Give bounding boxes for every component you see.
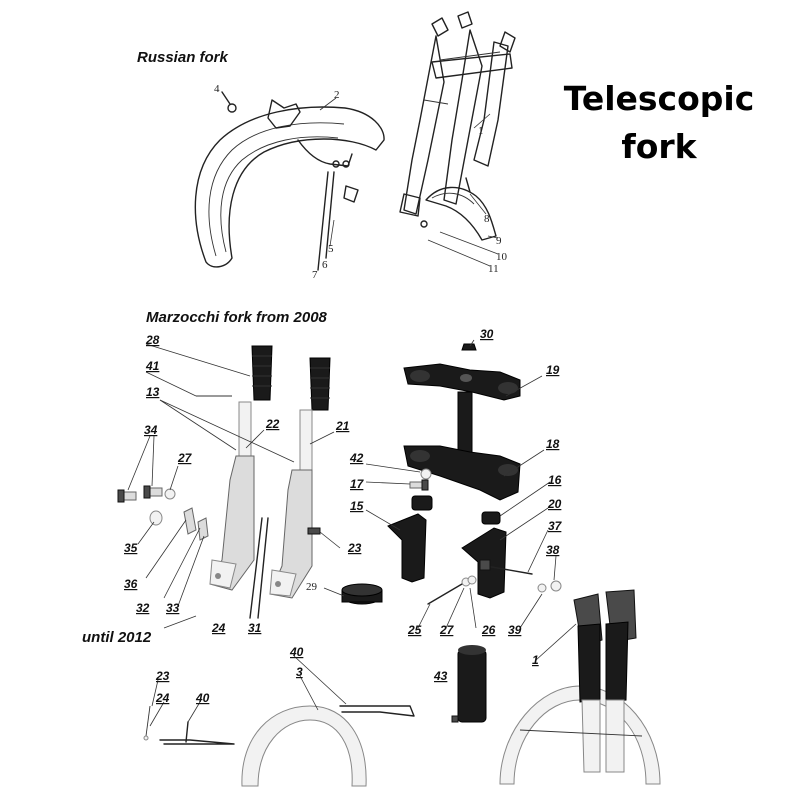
label-mz-28: 28 [145, 333, 160, 347]
label-mz-24b: 24 [155, 691, 170, 705]
label-mz-23b: 23 [155, 669, 170, 683]
label-mz-1: 1 [532, 653, 539, 667]
upper-triple-clamp [403, 363, 521, 401]
russian-fork-heading: Russian fork [137, 49, 229, 66]
label-ru-7: 7 [312, 269, 318, 281]
part-24-lower [143, 735, 149, 741]
label-mz-42: 42 [349, 451, 364, 465]
nut-38 [550, 580, 562, 592]
label-ru-2: 2 [334, 89, 340, 101]
rod-5 [325, 171, 335, 259]
page-title-line2: fork [621, 127, 697, 166]
bolt-37 [479, 559, 533, 575]
label-mz-37: 37 [548, 519, 563, 533]
steering-stem [457, 391, 473, 459]
russian-leader-lines [319, 97, 499, 267]
marzocchi-leader-lines [127, 339, 577, 727]
russian-fork-assembly [343, 11, 516, 217]
label-mz-38: 38 [546, 543, 560, 557]
label-ru-9: 9 [496, 235, 502, 247]
label-mz-19: 19 [546, 363, 560, 377]
label-mz-34: 34 [144, 423, 158, 437]
russian-mudguard [194, 99, 385, 268]
stay-40-right [339, 705, 415, 717]
stay-40-left [159, 739, 235, 745]
stay-40-left-arm [185, 721, 189, 743]
washer-39 [537, 583, 547, 593]
label-mz-23: 23 [347, 541, 362, 555]
washer-35 [149, 510, 163, 526]
label-mz-31: 31 [248, 621, 262, 635]
label-mz-17: 17 [350, 477, 365, 491]
label-ru-6: 6 [322, 259, 328, 271]
label-mz-29: 29 [306, 581, 318, 593]
lower-triple-clamp [403, 445, 521, 501]
label-mz-30: 30 [480, 327, 494, 341]
russian-lower-guard [420, 177, 497, 241]
fork-leg-right [269, 357, 331, 599]
washer-27 [164, 488, 176, 500]
label-mz-22: 22 [265, 417, 280, 431]
washer-42 [420, 468, 432, 480]
label-mz-39: 39 [508, 623, 522, 637]
label-mz-40b: 40 [195, 691, 210, 705]
label-mz-27b: 27 [439, 623, 455, 637]
fork-leg-left [209, 345, 273, 591]
until-2012-note: until 2012 [82, 629, 152, 646]
label-ru-4: 4 [214, 83, 220, 95]
label-ru-5: 5 [328, 243, 334, 255]
bolt-4 [221, 91, 237, 113]
label-mz-36: 36 [124, 577, 138, 591]
label-mz-20: 20 [547, 497, 562, 511]
rod-31 [257, 517, 269, 619]
label-mz-16: 16 [548, 473, 562, 487]
label-mz-27: 27 [177, 451, 193, 465]
rod-24 [249, 517, 263, 619]
marzocchi-part-labels: 28 41 13 22 21 34 27 35 36 32 33 24 31 2… [124, 327, 563, 705]
label-mz-21: 21 [335, 419, 350, 433]
label-mz-15: 15 [350, 499, 364, 513]
assembled-fork-1 [499, 589, 661, 785]
cap-30 [461, 343, 477, 351]
screw-23 [307, 527, 321, 535]
part-23-lower [145, 705, 151, 737]
label-mz-32: 32 [136, 601, 150, 615]
label-mz-33: 33 [166, 601, 180, 615]
label-ru-1: 1 [478, 125, 484, 137]
label-mz-24: 24 [211, 621, 226, 635]
label-mz-26: 26 [481, 623, 496, 637]
rod-7 [317, 171, 329, 271]
label-mz-41: 41 [145, 359, 160, 373]
russian-part-labels: 2 1 4 8 5 7 6 9 10 11 [214, 83, 508, 281]
label-mz-25: 25 [407, 623, 422, 637]
label-mz-35: 35 [124, 541, 138, 555]
label-mz-3: 3 [296, 665, 303, 679]
label-mz-18: 18 [546, 437, 560, 451]
label-ru-10: 10 [496, 251, 508, 263]
label-mz-43: 43 [433, 669, 448, 683]
label-mz-40: 40 [289, 645, 304, 659]
bolts-34 [117, 485, 163, 503]
mudguard-3 [241, 705, 367, 787]
bolt-25 [427, 575, 477, 605]
bracket-15 [387, 495, 433, 583]
bolt-17 [409, 479, 429, 491]
tube-43 [451, 645, 487, 723]
seal-29 [341, 583, 383, 605]
label-ru-11: 11 [488, 263, 499, 275]
label-ru-8: 8 [484, 213, 490, 225]
page-title-line1: Telescopic [564, 79, 755, 118]
label-mz-13: 13 [146, 385, 160, 399]
marzocchi-fork-heading: Marzocchi fork from 2008 [146, 309, 328, 326]
brackets-32-33 [183, 507, 209, 541]
